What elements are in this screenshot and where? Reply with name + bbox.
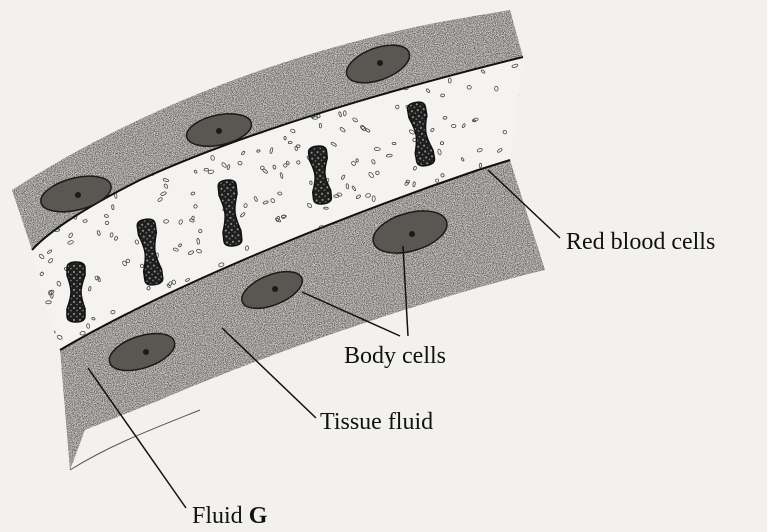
label-red-blood-cells: Red blood cells <box>566 230 715 254</box>
label-body-cells: Body cells <box>344 344 446 368</box>
label-fluid-g-prefix: Fluid <box>192 503 249 529</box>
label-fluid-g-letter: G <box>249 503 268 529</box>
label-tissue-fluid: Tissue fluid <box>320 410 433 434</box>
label-fluid-g: Fluid G <box>192 504 267 528</box>
